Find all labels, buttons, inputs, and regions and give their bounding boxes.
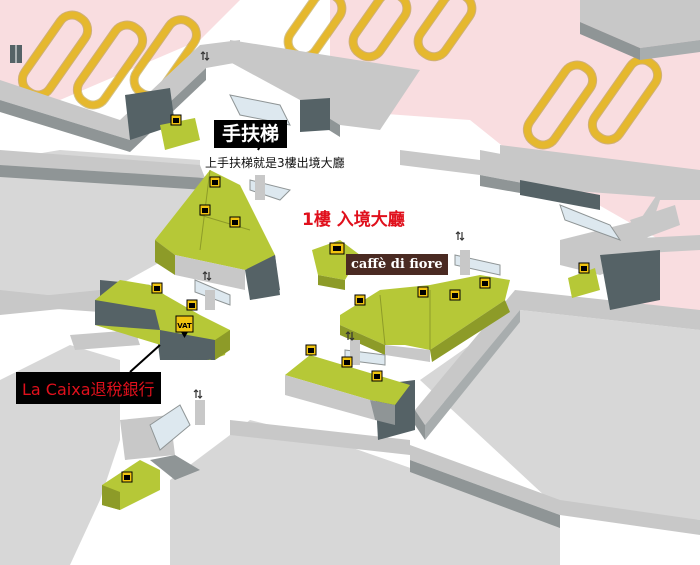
bank-label: La Caixa退稅銀行 (16, 372, 161, 404)
wall-bottom-right (410, 445, 700, 535)
gray-area-right (420, 310, 700, 520)
departure-area-pink (330, 0, 700, 320)
cafe-label: caffè di fiore (346, 254, 448, 275)
shop-block-center (340, 275, 510, 350)
wall-right (500, 145, 700, 275)
wall-building-right (415, 290, 700, 425)
cafe-icon (329, 242, 345, 255)
gray-area-bottom (170, 420, 560, 565)
svg-text:VAT: VAT (177, 322, 192, 330)
shop-small-right (568, 268, 600, 298)
check-in-counters (17, 0, 663, 150)
escalator-note: 上手扶梯就是3樓出境大廳 (205, 156, 345, 170)
escalator-label: 手扶梯 (214, 120, 288, 148)
vat-refund-icon: VAT (175, 315, 194, 338)
floor-title: 1樓 入境大廳 (302, 210, 405, 230)
elevator-icon (10, 45, 22, 63)
shop-small-top (160, 118, 200, 150)
gray-area-left (0, 150, 200, 300)
escalators (149, 94, 622, 451)
building-top-right (580, 0, 700, 48)
wall-bottom-center (230, 420, 410, 455)
bank-leader-line (129, 344, 161, 373)
shop-strip-bottom (285, 355, 410, 405)
